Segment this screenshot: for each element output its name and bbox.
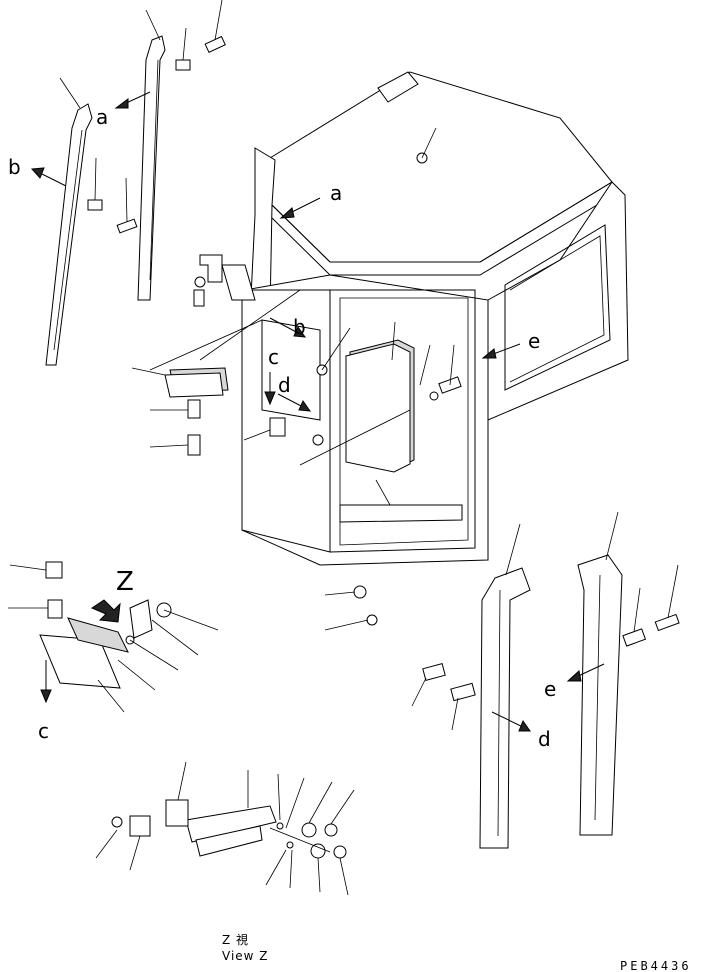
- callout-b-cab: b: [293, 315, 306, 339]
- reference-arrows: [30, 91, 605, 732]
- trim-strip-a: [137, 9, 166, 301]
- leader-lines: [149, 127, 455, 631]
- view-z-detail: [95, 761, 355, 896]
- parts-lower-left: [8, 561, 219, 713]
- trim-strip-d: [411, 523, 531, 849]
- view-caption-english: View Z: [222, 949, 269, 963]
- cab-assembly: [241, 71, 629, 626]
- callout-e-lower: e: [544, 677, 556, 701]
- view-caption-japanese: Z 視: [222, 932, 249, 947]
- view-caption: Z 視 View Z: [222, 932, 269, 963]
- trim-strip-b: [45, 77, 93, 366]
- trim-strip-e: [577, 511, 680, 836]
- callout-c-lower: c: [38, 719, 49, 743]
- callout-d-cab: d: [278, 373, 291, 397]
- drawing-code: PEB4436: [620, 959, 692, 972]
- callout-labels: a b a b c d e Z c d e: [8, 105, 556, 751]
- callout-a-cab: a: [330, 181, 342, 205]
- callout-e-cab: e: [528, 329, 540, 353]
- callout-d-lower: d: [538, 727, 551, 751]
- callout-a-left: a: [96, 105, 108, 129]
- screws-top-left: [87, 0, 226, 234]
- callout-c-cab: c: [268, 345, 279, 369]
- callout-z: Z: [116, 567, 134, 597]
- callout-b-left: b: [8, 155, 21, 179]
- brackets-mid-left: [131, 254, 286, 456]
